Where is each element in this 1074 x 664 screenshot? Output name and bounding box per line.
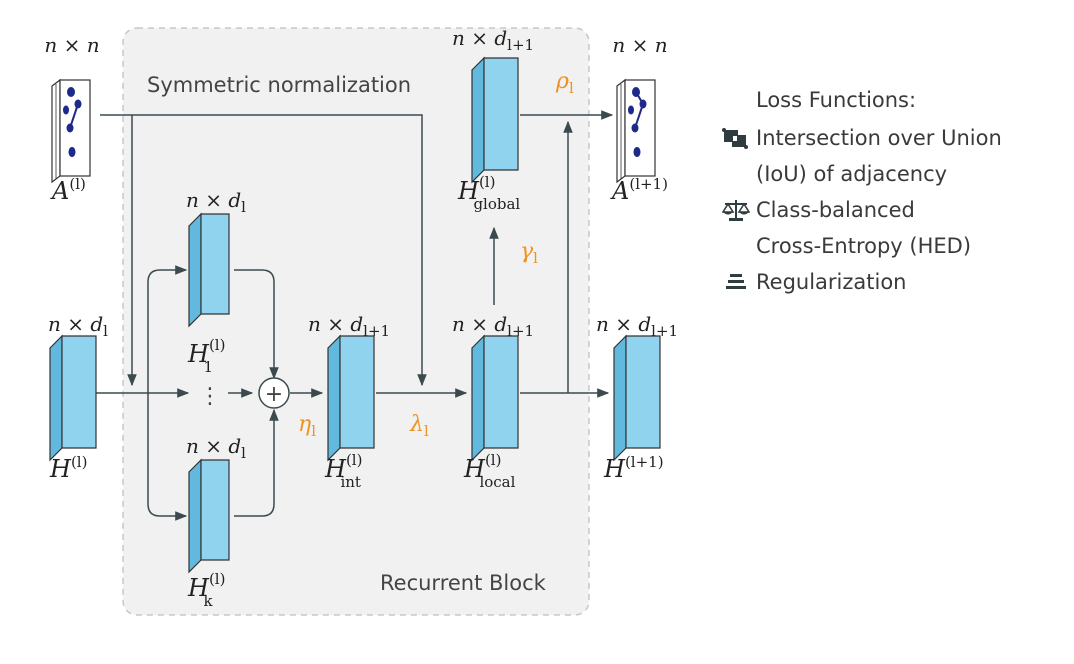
label-hint: H(l)int <box>324 451 362 491</box>
dim-label-h1: n × dl <box>186 188 246 216</box>
loss-functions-legend: Loss Functions: Intersection over Union … <box>720 88 1060 300</box>
dim-label-a-in: n × n <box>44 33 99 57</box>
sum-node <box>258 377 290 409</box>
feature-map-hlocal <box>471 335 519 461</box>
label-a-out: A(l+1) <box>610 175 668 205</box>
adjacency-input <box>51 78 91 184</box>
sum-symbol: + <box>265 382 283 407</box>
feature-map-hk <box>188 459 230 573</box>
legend-text-iou: Intersection over Union (IoU) of adjacen… <box>756 126 1002 186</box>
label-a-in: A(l) <box>50 175 86 205</box>
label-hlocal: H(l)local <box>463 451 516 491</box>
feature-map-h-in <box>49 335 97 461</box>
op-lambda: λl <box>409 412 429 440</box>
regularization-icon <box>720 264 756 300</box>
label-hk: H(l)k <box>187 570 225 610</box>
legend-title: Loss Functions: <box>756 88 917 112</box>
feature-map-h-out <box>613 335 661 461</box>
legend-item-cross-entropy: Class-balanced Cross-Entropy (HED) <box>720 192 1060 264</box>
label-h-in: H(l) <box>49 453 87 483</box>
dim-label-hglobal: n × dl+1 <box>452 26 534 54</box>
op-rho: ρl <box>555 69 574 97</box>
op-eta: ηl <box>298 412 316 440</box>
arrow-to-h1 <box>147 265 188 393</box>
arrow-a-to-lambda <box>100 114 427 387</box>
feature-map-hint <box>327 335 375 461</box>
branch-ellipsis: ⋮ <box>199 384 221 409</box>
iou-icon <box>720 120 756 156</box>
dim-label-a-out: n × n <box>612 33 667 57</box>
feature-map-h1 <box>188 213 230 327</box>
balance-scale-icon <box>720 192 756 228</box>
recurrent-block-label: Recurrent Block <box>380 571 547 595</box>
feature-map-hglobal <box>471 57 519 183</box>
dim-label-hlocal: n × dl+1 <box>452 312 534 340</box>
dim-label-h-in: n × dl <box>48 312 108 340</box>
label-h1: H(l)1 <box>187 336 225 376</box>
legend-text-cross-entropy: Class-balanced Cross-Entropy (HED) <box>756 198 972 258</box>
dim-label-h-out: n × dl+1 <box>596 312 678 340</box>
dim-label-hint: n × dl+1 <box>308 312 390 340</box>
arrow-hk-to-sum <box>234 408 279 517</box>
op-gamma: γl <box>520 239 538 267</box>
arrow-h1-to-sum <box>234 269 279 380</box>
connection-arrows <box>96 110 614 521</box>
arrow-to-hk <box>147 393 188 521</box>
label-h-out: H(l+1) <box>603 453 664 483</box>
symmetric-normalization-label: Symmetric normalization <box>147 73 411 97</box>
label-hglobal: H(l)global <box>457 173 520 213</box>
legend-item-iou: Intersection over Union (IoU) of adjacen… <box>720 120 1060 192</box>
legend-text-regularization: Regularization <box>756 270 907 294</box>
adjacency-output <box>616 78 656 184</box>
legend-item-regularization: Regularization <box>720 264 1060 300</box>
dim-label-hk: n × dl <box>186 434 246 462</box>
